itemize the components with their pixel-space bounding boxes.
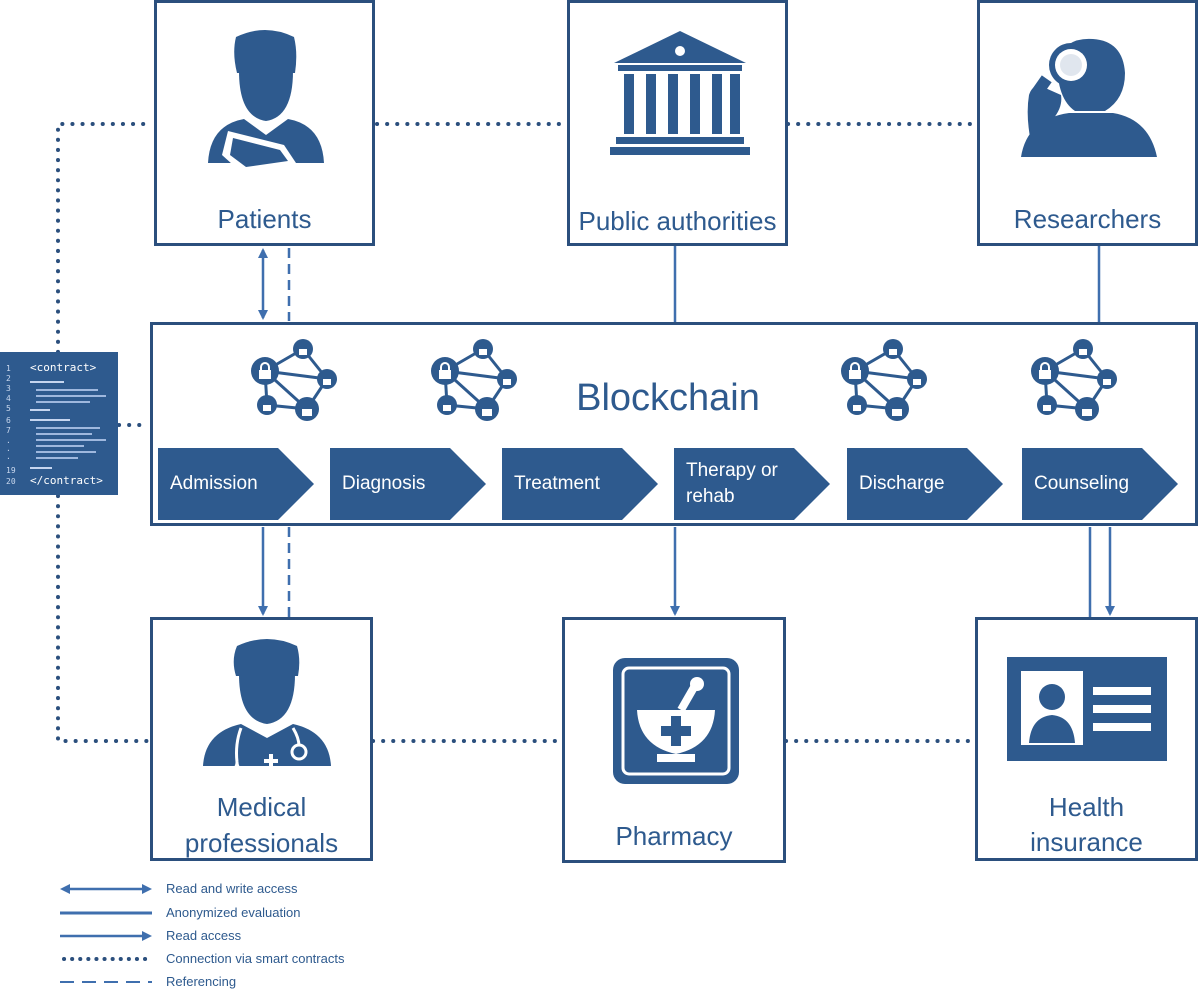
patient-icon — [208, 30, 324, 173]
step-label: Therapy or rehab — [686, 460, 778, 507]
legend-label: Read access — [166, 928, 242, 943]
government-building-icon — [610, 31, 750, 155]
step-label: Diagnosis — [342, 473, 426, 494]
contract-close-tag: </contract> — [30, 474, 103, 487]
code-line — [30, 381, 64, 383]
patients-label: Patients — [217, 204, 312, 234]
contract-open-tag: <contract> — [30, 361, 97, 374]
researchers-box: Researchers — [977, 0, 1198, 246]
locked-network-icon — [431, 339, 517, 421]
code-line — [36, 433, 92, 435]
researcher-magnifier-icon — [1021, 38, 1157, 157]
line-number: 2 — [6, 374, 11, 383]
step-arrow-shape — [847, 448, 1003, 520]
medical-professionals-box: Medical professionals — [150, 617, 373, 861]
code-line — [36, 427, 100, 429]
blockchain-title: Blockchain — [576, 377, 760, 419]
step-label: Admission — [170, 473, 258, 494]
line-number: 3 — [6, 384, 11, 393]
dotted-line-swatch — [62, 957, 152, 961]
line-number: . — [6, 436, 11, 445]
line-number: . — [6, 452, 11, 461]
solid-line-swatch — [60, 911, 152, 915]
legend-label: Anonymized evaluation — [166, 905, 301, 920]
line-number: 6 — [6, 416, 11, 425]
health-insurance-box: Health insurance — [975, 617, 1198, 861]
code-line — [30, 419, 70, 421]
health-insurance-label-line2: insurance — [1030, 827, 1143, 857]
mortar-pestle-icon — [613, 658, 739, 784]
dotted-contract-medical — [56, 494, 150, 743]
smart-contract-icon: 1 2 3 4 5 6 7 . . . 19 20 <contract> </c… — [0, 352, 118, 495]
line-number: 7 — [6, 426, 11, 435]
code-line — [36, 439, 106, 441]
pharmacy-box: Pharmacy — [562, 617, 786, 863]
code-line — [36, 395, 106, 397]
step-arrow-shape — [674, 448, 830, 520]
step-label: Treatment — [514, 473, 600, 494]
step-label: Discharge — [859, 473, 945, 494]
researchers-label: Researchers — [1013, 204, 1162, 234]
blockchain-box: Blockchain — [150, 322, 1198, 526]
insurance-card-icon — [1007, 657, 1167, 761]
line-number: 1 — [6, 364, 11, 373]
step-arrow-shape — [502, 448, 658, 520]
line-number: 4 — [6, 394, 11, 403]
public-authorities-box: Public authorities — [567, 0, 788, 246]
medical-professionals-label-line1: Medical — [216, 792, 307, 822]
code-line — [30, 467, 52, 469]
health-insurance-label-line1: Health — [1048, 792, 1125, 822]
step-arrow-shape — [330, 448, 486, 520]
public-authorities-label: Public authorities — [578, 206, 777, 236]
step-arrow-shape — [158, 448, 314, 520]
step-label: Counseling — [1034, 473, 1130, 494]
line-number: . — [6, 444, 11, 453]
legend-label: Connection via smart contracts — [166, 951, 345, 966]
line-number: 19 — [6, 466, 16, 475]
code-line — [36, 401, 90, 403]
dashed-line-swatch — [60, 981, 152, 983]
code-line — [30, 409, 50, 411]
line-number: 20 — [6, 477, 16, 486]
pharmacy-label: Pharmacy — [615, 821, 733, 851]
code-line — [36, 445, 84, 447]
locked-network-icon — [841, 339, 927, 421]
code-line — [36, 457, 78, 459]
locked-network-icon — [251, 339, 337, 421]
line-number: 5 — [6, 404, 11, 413]
patients-box: Patients — [154, 0, 375, 246]
step-arrow-shape — [1022, 448, 1178, 520]
legend-label: Referencing — [166, 974, 237, 989]
double-arrow-swatch — [60, 884, 152, 894]
medical-professionals-label-line2: professionals — [184, 828, 339, 858]
dotted-contract-patients — [56, 122, 154, 354]
arrow-swatch — [60, 931, 152, 941]
doctor-icon — [203, 639, 331, 772]
locked-network-icon — [1031, 339, 1117, 421]
code-line — [36, 451, 96, 453]
legend-label: Read and write access — [166, 881, 298, 896]
code-line — [36, 389, 98, 391]
